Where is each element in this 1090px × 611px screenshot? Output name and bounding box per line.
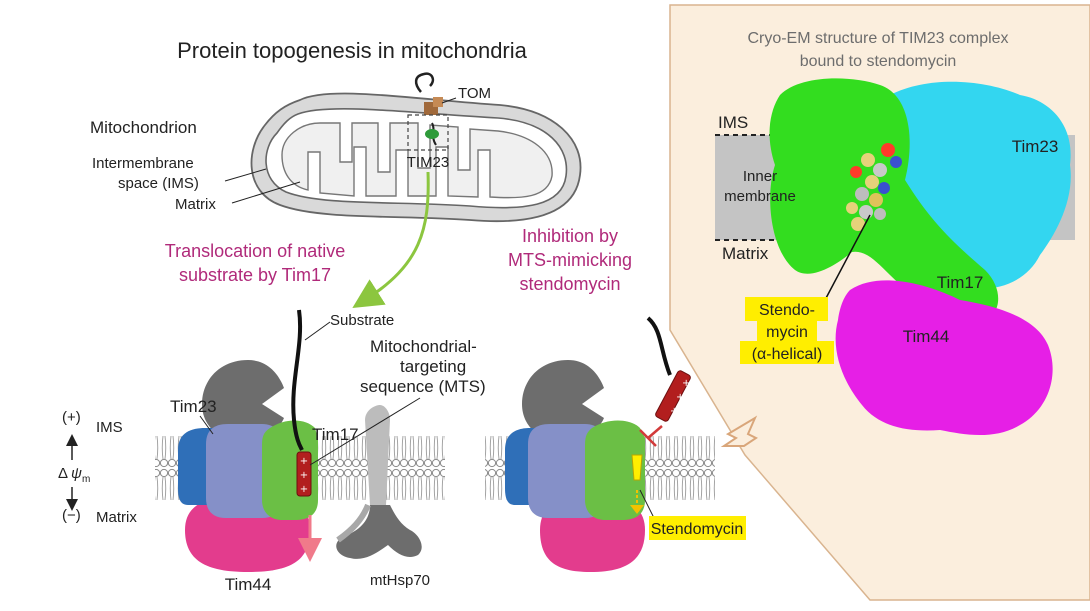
structure-inner-label-1: Inner <box>743 168 777 185</box>
ims-label-left: IMS <box>96 419 123 436</box>
cristae-matrix <box>281 122 553 199</box>
stendomycin-arrow <box>630 505 644 514</box>
tim44-label: Tim44 <box>225 575 272 594</box>
middle-heading-line2: MTS-mimicking <box>508 250 632 270</box>
stendo-highlight-1 <box>745 297 828 321</box>
stendomycin-label: Stendomycin <box>651 521 744 538</box>
inhibited-mts-helix <box>655 370 691 422</box>
mts-helix <box>296 451 312 497</box>
middle-heading-line3: stendomycin <box>519 274 620 294</box>
stendo-highlight-3 <box>740 341 834 364</box>
svg-text:+: + <box>682 378 690 389</box>
substrate-chain <box>291 309 304 451</box>
psi-subscript: m <box>82 474 90 485</box>
stendo-highlight-2 <box>757 320 817 342</box>
mts-label-line2: targeting <box>400 357 466 376</box>
svg-text:+: + <box>676 392 684 403</box>
inhibited-substrate-chain <box>646 316 672 376</box>
structure-matrix-label: Matrix <box>722 244 769 263</box>
structure-tim17-label: Tim17 <box>937 273 984 292</box>
structure-tim44-label: Tim44 <box>903 327 950 346</box>
left-heading-line1: Translocation of native <box>165 241 345 261</box>
matrix-label-left: Matrix <box>96 509 137 526</box>
svg-text:+: + <box>670 406 678 417</box>
minus-label: (−) <box>62 507 81 524</box>
tim23-complex-icon <box>425 129 439 139</box>
tim23-label: Tim23 <box>170 397 217 416</box>
stendomycin-in-pore <box>631 454 643 481</box>
stendomycin-pointer-line <box>824 214 871 301</box>
tim23-zoom-box <box>407 114 449 151</box>
panel-title-line2: bound to stendomycin <box>800 53 957 70</box>
tim23-small-label: TIM23 <box>407 154 450 171</box>
inhibition-bar <box>639 425 663 447</box>
ims-label-line2: space (IMS) <box>118 175 199 192</box>
tim21-blue-protein <box>178 428 215 505</box>
matrix-label-mito: Matrix <box>175 196 216 213</box>
structure-panel: Cryo-EM structure of TIM23 complex bound… <box>669 4 1090 601</box>
middle-tim23-receptor <box>522 360 604 442</box>
mitochondrion-label: Mitochondrion <box>90 118 197 137</box>
substrate-tail-top <box>414 72 435 93</box>
mthsp70-label: mtHsp70 <box>370 572 430 589</box>
mitochondrion-illustration: TOM Mitochondrion Intermembrane space (I… <box>90 72 582 223</box>
tim17-surface <box>769 78 999 320</box>
structure-tim23-label: Tim23 <box>1012 137 1059 156</box>
svg-text:+: + <box>300 470 308 481</box>
tim23-receptor-domain <box>202 360 284 442</box>
panel-pointer-arrow <box>720 415 758 447</box>
stendomycin-highlight <box>649 516 746 540</box>
zoom-in-arrow <box>352 171 430 309</box>
figure-title: Protein topogenesis in mitochondria <box>177 38 528 63</box>
structure-inner-label-2: membrane <box>724 188 796 205</box>
mthsp70-stalk <box>365 405 390 505</box>
middle-heading-line1: Inhibition by <box>522 226 618 246</box>
tom-label: TOM <box>458 85 491 102</box>
svg-text:+: + <box>300 456 308 467</box>
psi-label: ψ <box>71 465 82 482</box>
structure-stendo-label-1: Stendo- <box>759 302 815 319</box>
tim17-label: Tim17 <box>312 425 359 444</box>
mthsp70-protein <box>336 505 422 559</box>
structure-stendo-label-3: (α-helical) <box>752 346 823 363</box>
left-translocase-diagram: + + + Substrate Mitochondrial- targeting… <box>58 309 486 594</box>
ims-label-line1: Intermembrane <box>92 155 194 172</box>
panel-title-line1: Cryo-EM structure of TIM23 complex <box>747 30 1008 47</box>
left-heading-line2: substrate by Tim17 <box>179 265 331 285</box>
tim44-surface <box>835 280 1053 435</box>
stendomycin-molecule <box>846 143 902 231</box>
svg-text:+: + <box>300 484 308 495</box>
delta-label: Δ <box>58 465 68 482</box>
mts-label-line1: Mitochondrial- <box>370 337 477 356</box>
middle-tim17-protein <box>585 420 645 520</box>
plus-label: (+) <box>62 409 81 426</box>
substrate-label: Substrate <box>330 312 394 329</box>
middle-inhibition-diagram: + + + Stendomycin <box>485 316 746 572</box>
structure-ims-label: IMS <box>718 113 748 132</box>
mts-label-line3: sequence (MTS) <box>360 377 486 396</box>
structure-stendo-label-2: mycin <box>766 324 808 341</box>
